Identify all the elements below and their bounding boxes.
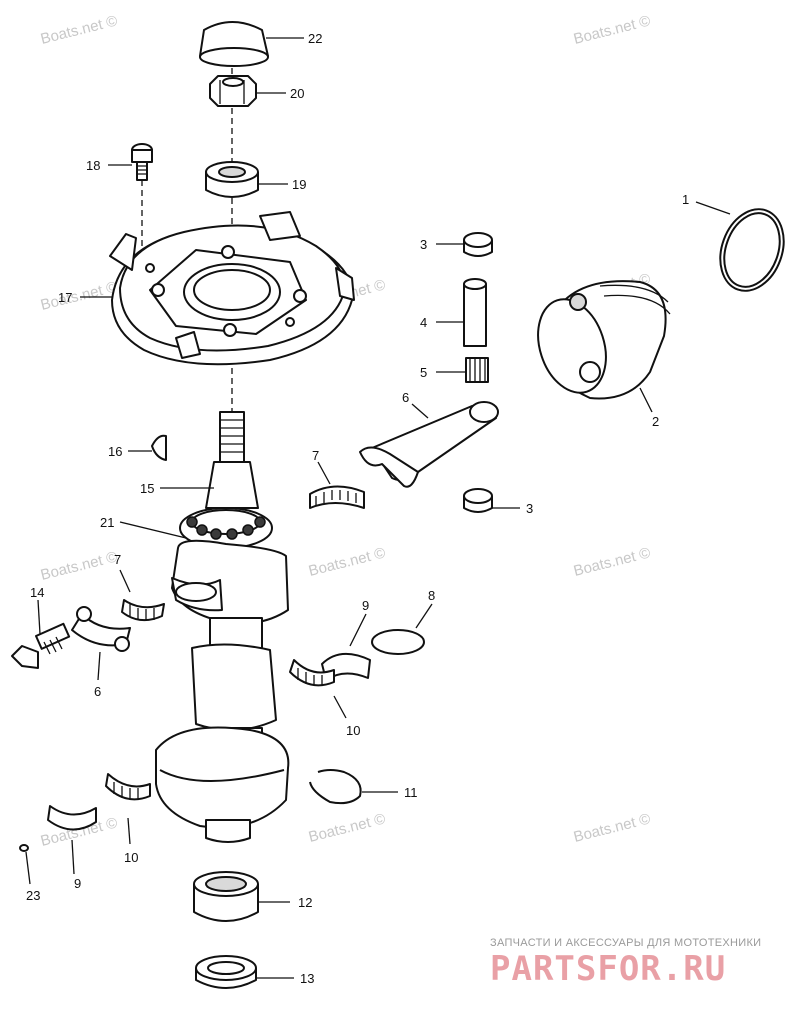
part-16-key	[151, 434, 167, 461]
callout-6-left: 6	[94, 684, 101, 699]
watermark: Boats.net ©	[39, 278, 119, 314]
callout-5: 5	[420, 365, 427, 380]
part-6-conrod-cap	[71, 606, 131, 652]
callout-16: 16	[108, 444, 122, 459]
callout-19: 19	[292, 177, 306, 192]
part-12-needle-bearing	[193, 871, 259, 922]
watermark: Boats.net ©	[307, 810, 387, 846]
part-6-conrod	[359, 401, 499, 488]
callout-23: 23	[26, 888, 40, 903]
callout-7-top: 7	[312, 448, 319, 463]
part-10-cage-right	[289, 659, 335, 687]
part-10-cage-left	[105, 773, 151, 801]
part-11-retaining-ring	[309, 769, 362, 805]
callout-3-bottom: 3	[526, 501, 533, 516]
watermark: Boats.net ©	[572, 544, 652, 580]
part-17-plate	[109, 211, 355, 366]
part-13-seal	[195, 955, 257, 989]
callout-1: 1	[682, 192, 689, 207]
part-2-piston	[537, 280, 671, 400]
part-22-cap	[199, 21, 269, 67]
part-8-snap-ring	[371, 629, 425, 655]
part-18-bolt	[131, 143, 153, 181]
watermark: Boats.net ©	[307, 544, 387, 580]
part-5-needle-bearing	[465, 357, 489, 383]
callout-3-top: 3	[420, 237, 427, 252]
callout-22: 22	[308, 31, 322, 46]
callout-11: 11	[404, 785, 418, 800]
part-7-cage-top	[309, 485, 365, 509]
part-15-crankshaft	[205, 411, 259, 509]
brand-tagline: ЗАПЧАСТИ И АКСЕССУАРЫ ДЛЯ МОТОТЕХНИКИ	[490, 937, 761, 949]
callout-21: 21	[100, 515, 114, 530]
brand-watermark: ЗАПЧАСТИ И АКСЕССУАРЫ ДЛЯ МОТОТЕХНИКИ PA…	[490, 937, 761, 989]
part-9-half-left	[47, 805, 97, 831]
part-23-dowel	[19, 844, 29, 852]
part-7-cage-left	[121, 599, 165, 622]
watermark: Boats.net ©	[39, 548, 119, 584]
callout-10-right: 10	[346, 723, 360, 738]
part-3-bushing-bottom	[463, 488, 493, 513]
callout-2: 2	[652, 414, 659, 429]
part-1-ring	[719, 208, 785, 292]
part-21-bearing	[179, 507, 273, 549]
part-3-bushing-top	[463, 232, 493, 257]
callout-6-top: 6	[402, 390, 409, 405]
callout-8: 8	[428, 588, 435, 603]
brand-logo: PARTSFOR.RU	[490, 949, 726, 989]
part-4-wrist-pin	[463, 278, 487, 347]
part-20-nut	[209, 75, 257, 107]
callout-20: 20	[290, 86, 304, 101]
watermark: Boats.net ©	[39, 12, 119, 48]
callout-17: 17	[58, 290, 72, 305]
callout-4: 4	[420, 315, 427, 330]
callout-12: 12	[298, 895, 312, 910]
leader-lines	[25, 37, 731, 979]
callout-15: 15	[140, 481, 154, 496]
callout-10-left: 10	[124, 850, 138, 865]
watermark: Boats.net ©	[572, 12, 652, 48]
part-19-bushing	[205, 161, 259, 198]
crankshaft-body	[155, 539, 290, 843]
callout-7-left: 7	[114, 552, 121, 567]
callout-13: 13	[300, 971, 314, 986]
callout-labels: 22 20 19 18 17 1 2 3 4 5 6 3 7 16 15 21 …	[26, 31, 689, 986]
callout-18: 18	[86, 158, 100, 173]
part-14-bolt	[11, 622, 71, 669]
callout-14: 14	[30, 585, 44, 600]
watermark: Boats.net ©	[572, 810, 652, 846]
callout-9-left: 9	[74, 876, 81, 891]
callout-9-right: 9	[362, 598, 369, 613]
